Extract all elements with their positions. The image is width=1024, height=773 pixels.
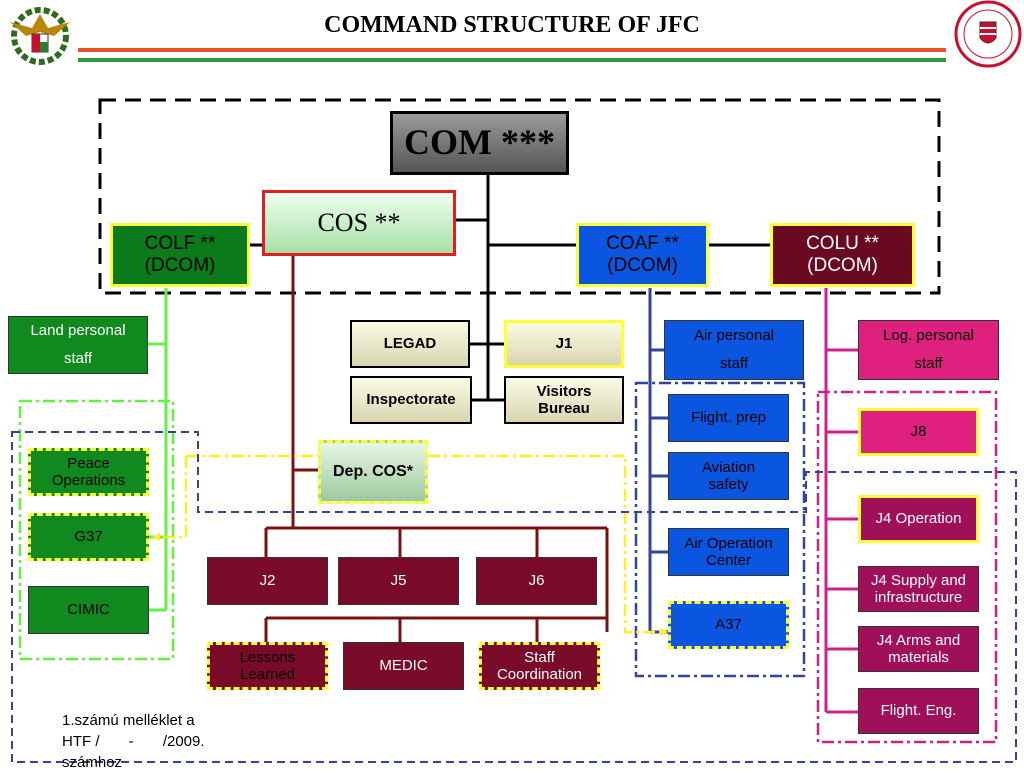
j1-label: J1 — [555, 335, 573, 353]
colu-box[interactable]: COLU ** (DCOM) — [770, 223, 915, 287]
cimic-label: CIMIC — [67, 601, 110, 619]
coaf-sublabel: (DCOM) — [607, 255, 678, 276]
inspectorate-label: Inspectorate — [366, 391, 456, 409]
j4-supply-sublabel: infrastructure — [874, 589, 963, 606]
colf-label: COLF ** — [144, 233, 216, 255]
flight-prep-label: Flight. prep — [690, 409, 767, 427]
lessons-learned-sublabel: Learned — [239, 666, 296, 683]
coaf-label: COAF ** — [606, 233, 679, 255]
flight-eng-box[interactable]: Flight. Eng. — [858, 688, 979, 734]
visitors-bureau-sublabel: Bureau — [538, 400, 590, 417]
air-personal-staff-label: Air personal — [693, 327, 775, 344]
j5-box[interactable]: J5 — [338, 557, 459, 605]
inspectorate-box[interactable]: Inspectorate — [350, 376, 472, 424]
j1-box[interactable]: J1 — [504, 320, 624, 368]
colf-box[interactable]: COLF ** (DCOM) — [110, 223, 250, 287]
j8-box[interactable]: J8 — [858, 408, 979, 456]
lessons-learned-box[interactable]: Lessons Learned — [207, 642, 328, 690]
dep-cos-label: Dep. COS — [332, 462, 407, 480]
visitors-bureau-label: Visitors — [536, 382, 592, 400]
g37-label: G37 — [74, 528, 103, 546]
staff-coordination-box[interactable]: Staff Coordination — [479, 642, 600, 690]
cos-box[interactable]: COS ** — [262, 190, 456, 256]
j4-arms-sublabel: materials — [888, 649, 949, 666]
peace-operations-label: Peace — [67, 454, 110, 472]
j4-operation-label: J4 Operation — [875, 510, 962, 528]
peace-operations-box[interactable]: Peace Operations — [28, 448, 149, 496]
log-personal-staff-box[interactable]: Log. personal staff — [858, 320, 999, 380]
cos-label: COS ** — [317, 208, 401, 238]
round-seal-emblem — [954, 0, 1022, 68]
legad-label: LEGAD — [383, 335, 437, 353]
land-personal-staff-label: Land personal — [30, 322, 126, 339]
a37-box[interactable]: A37 — [668, 601, 789, 649]
g37-box[interactable]: G37 — [28, 513, 149, 561]
header-stripe-green — [78, 58, 946, 62]
colu-sublabel: (DCOM) — [807, 255, 878, 276]
com-box[interactable]: COM *** — [390, 111, 569, 175]
flight-eng-label: Flight. Eng. — [880, 702, 957, 720]
air-personal-staff-box[interactable]: Air personal staff — [664, 320, 804, 380]
page-title: COMMAND STRUCTURE OF JFC — [324, 12, 700, 38]
j4-supply-label: J4 Supply and — [870, 571, 967, 589]
dep-cos-box[interactable]: Dep. COS* — [318, 440, 428, 504]
j2-label: J2 — [259, 572, 276, 590]
colu-label: COLU ** — [806, 233, 879, 255]
aviation-safety-box[interactable]: Aviation safety — [668, 452, 789, 500]
air-operation-center-sublabel: Center — [705, 552, 752, 569]
j4-arms-box[interactable]: J4 Arms and materials — [858, 626, 979, 672]
footnote-line-3: számhoz — [62, 754, 123, 771]
j6-box[interactable]: J6 — [476, 557, 597, 605]
j4-arms-label: J4 Arms and — [876, 631, 961, 649]
legad-box[interactable]: LEGAD — [350, 320, 470, 368]
j5-label: J5 — [390, 572, 407, 590]
visitors-bureau-box[interactable]: Visitors Bureau — [504, 376, 624, 424]
medic-box[interactable]: MEDIC — [343, 642, 464, 690]
j8-label: J8 — [910, 423, 927, 441]
army-eagle-emblem — [2, 2, 78, 66]
log-personal-staff-sublabel: staff — [914, 355, 943, 372]
aviation-safety-sublabel: safety — [708, 476, 749, 493]
flight-prep-box[interactable]: Flight. prep — [668, 394, 789, 442]
header-stripe-red — [78, 48, 946, 52]
footnote: 1.számú melléklet a HTF / - /2009. számh… — [62, 710, 262, 773]
air-operation-center-label: Air Operation — [684, 534, 773, 552]
footnote-line-1: 1.számú melléklet a — [62, 712, 195, 729]
colf-sublabel: (DCOM) — [144, 255, 216, 276]
staff-coordination-sublabel: Coordination — [496, 666, 583, 683]
land-personal-staff-sublabel: staff — [63, 350, 93, 367]
j2-box[interactable]: J2 — [207, 557, 328, 605]
j6-label: J6 — [528, 572, 545, 590]
log-personal-staff-label: Log. personal — [883, 327, 974, 344]
footnote-line-2: HTF / - /2009. — [62, 733, 205, 750]
land-personal-staff-box[interactable]: Land personal staff — [8, 316, 148, 374]
aviation-safety-label: Aviation — [701, 458, 756, 476]
lessons-learned-label: Lessons — [239, 648, 296, 666]
j4-supply-box[interactable]: J4 Supply and infrastructure — [858, 566, 979, 612]
peace-operations-sublabel: Operations — [51, 472, 126, 489]
j4-operation-box[interactable]: J4 Operation — [858, 495, 979, 543]
air-personal-staff-sublabel: staff — [719, 355, 749, 372]
air-operation-center-box[interactable]: Air Operation Center — [668, 528, 789, 576]
staff-coordination-label: Staff — [524, 648, 555, 666]
medic-label: MEDIC — [379, 657, 428, 675]
coaf-box[interactable]: COAF ** (DCOM) — [576, 223, 709, 287]
a37-label: A37 — [715, 616, 742, 634]
com-label: COM *** — [404, 122, 555, 163]
cimic-box[interactable]: CIMIC — [28, 586, 149, 634]
